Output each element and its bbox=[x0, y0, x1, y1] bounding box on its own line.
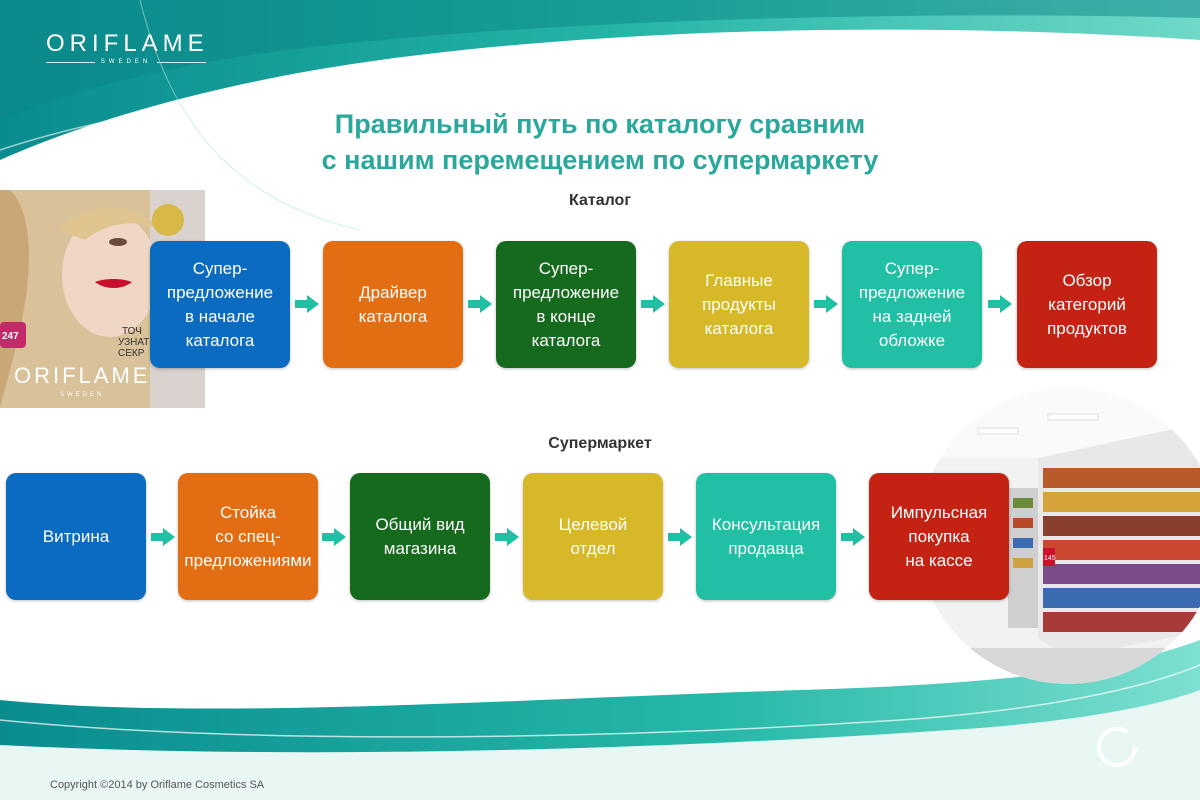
title-line-1: Правильный путь по каталогу сравним bbox=[280, 106, 920, 142]
step-label-line: со спец- bbox=[184, 525, 311, 549]
arrow-right-icon bbox=[841, 528, 865, 546]
arrow-right-icon bbox=[495, 528, 519, 546]
logo-word: ORIFLAME bbox=[46, 30, 206, 58]
page-title: Правильный путь по каталогу сравним с на… bbox=[280, 106, 920, 178]
step-label-line: Супер- bbox=[859, 257, 965, 281]
step-label-line: каталога bbox=[513, 329, 619, 353]
step-label-line: Драйвер bbox=[359, 281, 428, 305]
step-label-line: обложке bbox=[859, 329, 965, 353]
cover-badge: 247 bbox=[2, 331, 19, 342]
arrow-right-icon bbox=[295, 295, 319, 313]
arrow-right-icon bbox=[641, 295, 665, 313]
step-label-line: на задней bbox=[859, 305, 965, 329]
cover-sub: SWEDEN bbox=[60, 392, 104, 398]
supermarket-step-1: Витрина bbox=[6, 473, 146, 600]
step-label-line: предложение bbox=[513, 281, 619, 305]
arrow-right-icon bbox=[322, 528, 346, 546]
step-label-line: Супер- bbox=[167, 257, 273, 281]
step-label-line: категорий bbox=[1047, 293, 1127, 317]
step-label-line: Обзор bbox=[1047, 269, 1127, 293]
supermarket-label: Супермаркет bbox=[500, 435, 700, 453]
step-label-line: Главные bbox=[702, 269, 776, 293]
oriflame-logo: ORIFLAME SWEDEN bbox=[46, 30, 206, 65]
step-label-line: продавца bbox=[712, 537, 820, 561]
step-label-line: Супер- bbox=[513, 257, 619, 281]
step-label-line: Импульсная bbox=[891, 501, 988, 525]
oriflame-ring-icon bbox=[1094, 724, 1140, 770]
step-label-line: покупка bbox=[891, 525, 988, 549]
step-label-line: Целевой bbox=[559, 513, 628, 537]
arrow-right-icon bbox=[151, 528, 175, 546]
title-line-2: с нашим перемещением по супермаркету bbox=[280, 142, 920, 178]
step-label-line: предложениями bbox=[184, 549, 311, 573]
cover-text-3: СЕКР bbox=[118, 348, 145, 359]
arrow-right-icon bbox=[814, 295, 838, 313]
step-label-line: Стойка bbox=[184, 501, 311, 525]
award-medal-icon bbox=[152, 204, 184, 236]
logo-sub: SWEDEN bbox=[101, 59, 151, 65]
step-label-line: продуктов bbox=[1047, 317, 1127, 341]
cover-brand: ORIFLAME bbox=[14, 363, 150, 388]
step-label-line: предложение bbox=[859, 281, 965, 305]
step-label-line: каталога bbox=[702, 317, 776, 341]
arrow-right-icon bbox=[988, 295, 1012, 313]
step-label-line: Консультация bbox=[712, 513, 820, 537]
arrow-right-icon bbox=[668, 528, 692, 546]
step-label-line: Общий вид bbox=[375, 513, 464, 537]
catalog-label: Каталог bbox=[520, 192, 680, 210]
price-tag: 145 bbox=[1044, 555, 1056, 562]
step-label-line: продукты bbox=[702, 293, 776, 317]
step-label-line: предложение bbox=[167, 281, 273, 305]
step-label-line: отдел bbox=[559, 537, 628, 561]
step-label-line: в конце bbox=[513, 305, 619, 329]
arrow-right-icon bbox=[468, 295, 492, 313]
step-label-line: каталога bbox=[359, 305, 428, 329]
step-label-line: в начале bbox=[167, 305, 273, 329]
step-label-line: магазина bbox=[375, 537, 464, 561]
cover-text-1: ТОЧ bbox=[122, 326, 142, 337]
step-label-line: на кассе bbox=[891, 549, 988, 573]
step-label-line: каталога bbox=[167, 329, 273, 353]
step-label-line: Витрина bbox=[43, 525, 109, 549]
copyright: Copyright ©2014 by Oriflame Cosmetics SA bbox=[50, 779, 264, 791]
